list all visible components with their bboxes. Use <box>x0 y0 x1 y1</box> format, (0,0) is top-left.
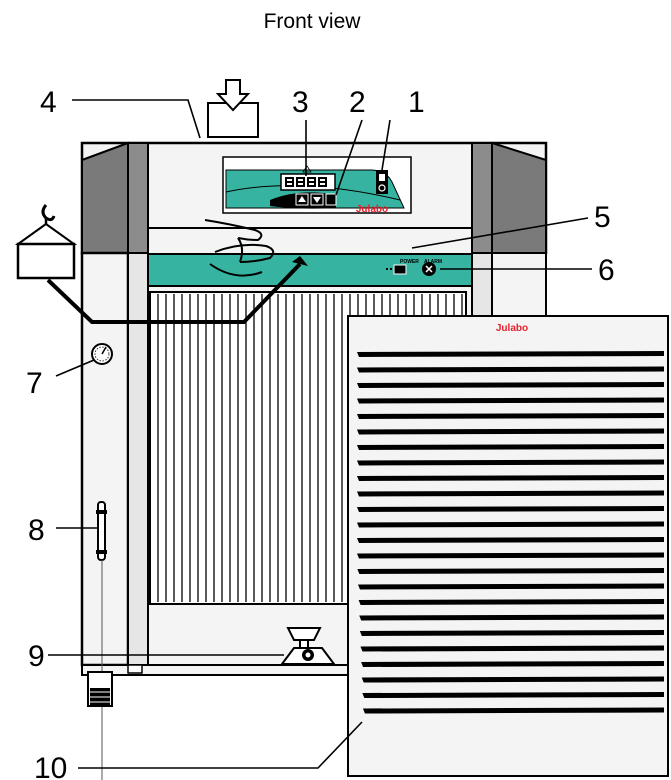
callout-2: 2 <box>349 86 366 119</box>
teal-handle-band <box>147 253 473 287</box>
drain-valve-icon <box>280 627 336 665</box>
panel-brand-logo: Julabo <box>356 204 388 215</box>
callout-1: 1 <box>408 86 425 119</box>
gauge-icon <box>91 343 113 365</box>
hook-box-icon <box>14 204 78 280</box>
callout-9: 9 <box>28 640 45 673</box>
warning-icon <box>302 165 312 173</box>
led-display <box>280 165 336 191</box>
louvre-slat <box>357 366 664 373</box>
lift-route-arrow <box>46 256 308 324</box>
mains-switch <box>376 170 388 194</box>
louvre-slat <box>360 645 664 652</box>
louvre-slat <box>361 661 664 667</box>
louvre-slat <box>357 475 664 481</box>
louvre-slat <box>357 444 664 450</box>
diagram-title: Front view <box>264 10 362 33</box>
louvre-slat <box>357 413 664 419</box>
alarm-indicator: ALARM <box>422 259 442 276</box>
louvre-slat <box>357 351 664 357</box>
caster-foot-icon <box>127 664 143 674</box>
control-panel: Julabo <box>222 156 412 215</box>
louvre-slat <box>357 490 664 497</box>
louvre-slat <box>357 506 664 512</box>
louvre-slat <box>357 537 664 543</box>
callout-7: 7 <box>26 367 43 400</box>
enter-key <box>325 193 337 206</box>
up-arrow-icon <box>298 196 306 202</box>
sight-glass-icon <box>96 501 107 561</box>
alarm-label: ALARM <box>424 259 442 265</box>
power-indicator: POWER <box>386 259 419 275</box>
louvre-slat <box>358 599 664 605</box>
louvre-slat <box>357 568 664 574</box>
callout-6: 6 <box>598 254 615 287</box>
callout-4: 4 <box>40 86 57 119</box>
removable-front-panel: Julabo <box>347 315 669 777</box>
louvre-slat <box>362 707 664 714</box>
louvre-slats <box>357 351 664 714</box>
callout-5: 5 <box>594 201 611 234</box>
louvre-slat <box>359 630 664 636</box>
power-label: POWER <box>400 259 419 265</box>
louvre-slat <box>362 692 664 698</box>
louvre-slat <box>357 397 664 404</box>
callout-10: 10 <box>34 752 67 780</box>
callout-3: 3 <box>292 86 309 119</box>
louvre-slat <box>357 459 664 466</box>
caster-foot-icon <box>87 671 113 707</box>
keypad <box>270 192 337 209</box>
louvre-slat <box>357 382 664 388</box>
leader-lines <box>48 99 592 769</box>
louvre-slat <box>357 428 664 435</box>
louvre-slat <box>357 583 664 590</box>
front-panel-brand-logo: Julabo <box>496 323 528 334</box>
louvre-slat <box>359 614 664 621</box>
louvre-slat <box>357 521 664 528</box>
down-arrow-box-icon <box>207 79 259 138</box>
louvre-slat <box>361 676 664 683</box>
down-arrow-icon <box>313 197 321 203</box>
louvre-slat <box>357 552 664 559</box>
callout-8: 8 <box>28 514 45 547</box>
hand-icon <box>204 219 275 277</box>
